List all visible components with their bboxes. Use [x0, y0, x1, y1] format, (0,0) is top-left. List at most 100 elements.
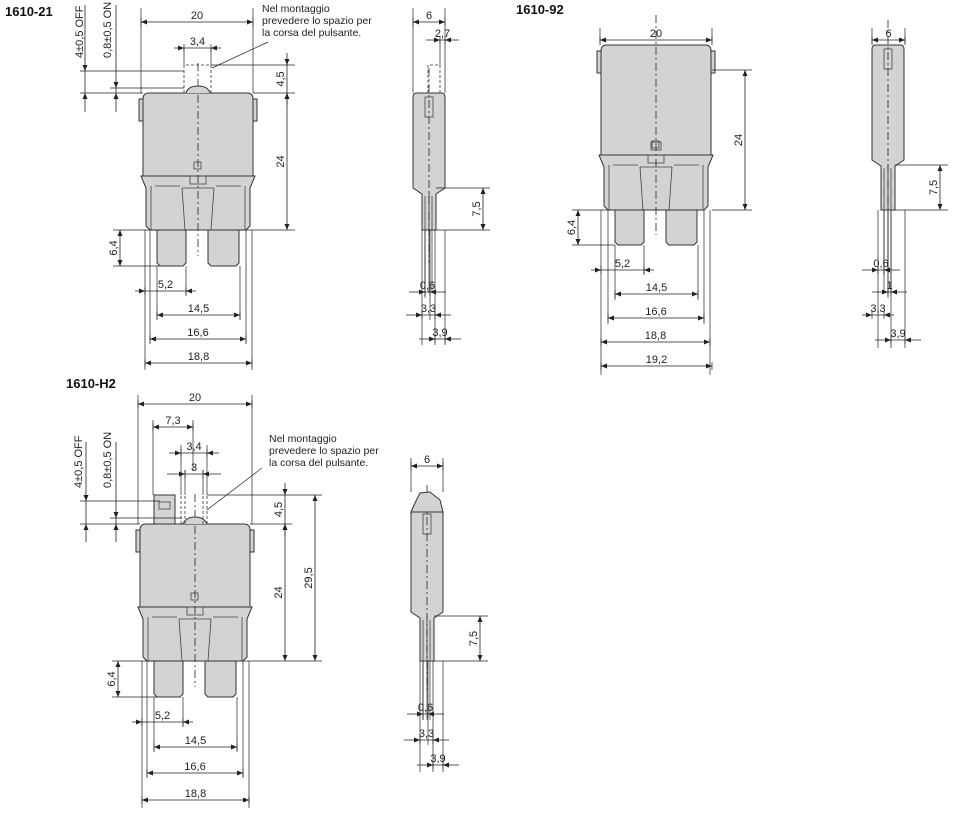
arrowhead: [284, 59, 290, 65]
dimension-label: 2,7: [435, 28, 450, 40]
dimension-label: 3: [191, 462, 197, 474]
dimension-label: 18,8: [645, 330, 666, 342]
dimension-label: 29,5: [303, 567, 315, 588]
dim-side-0-6: 0,6: [862, 258, 900, 274]
arrowhead: [884, 312, 890, 318]
title-1610-21: 1610-21: [5, 4, 53, 19]
dimension-label: 20: [650, 28, 662, 40]
arrowhead: [117, 260, 123, 266]
dimension-label: 14,5: [185, 735, 206, 747]
dim-14-5: 14,5: [156, 303, 241, 319]
arrowhead: [480, 188, 486, 194]
dim-pin-5-2: 5,2: [591, 258, 654, 274]
dimension-label: 3,9: [890, 328, 905, 340]
side-view-1610-92: [871, 20, 905, 292]
arrowhead: [937, 165, 943, 171]
arrowhead: [742, 204, 748, 210]
arrowhead: [207, 450, 213, 456]
dim-18-8: 18,8: [141, 788, 250, 804]
arrowhead: [138, 401, 144, 407]
arrowhead: [429, 336, 435, 342]
arrowhead: [142, 797, 148, 803]
dim-width-20: 20: [140, 10, 254, 26]
push-button: [185, 85, 211, 94]
dimension-label: 0,6: [418, 702, 433, 714]
dim-lever-7-3: 7,3: [152, 415, 194, 431]
arrowhead: [153, 424, 159, 430]
arrowhead: [183, 719, 189, 725]
dim-button-3: 3: [167, 462, 221, 478]
dim-side-3-9: 3,9: [417, 753, 459, 769]
arrowhead: [413, 19, 419, 25]
dimension-label: 3,9: [432, 327, 447, 339]
button-travel: [183, 64, 212, 93]
arrowhead: [445, 37, 451, 43]
arrowhead: [157, 312, 163, 318]
arrowhead: [704, 339, 710, 345]
dim-side-7-5: 7,5: [468, 616, 481, 661]
indicator: [650, 141, 662, 151]
arrowhead: [82, 65, 88, 71]
dimension-label: 16,6: [187, 327, 208, 339]
arrowhead: [113, 93, 119, 99]
side-latch: [135, 529, 141, 553]
arrowhead: [891, 289, 897, 295]
dimension-label: 3,3: [870, 303, 885, 315]
side-latch: [138, 98, 144, 122]
note-line: la corsa del pulsante.: [269, 457, 368, 469]
off-travel-label: 4±0,5 OFF: [73, 435, 85, 488]
dim-width-20: 20: [137, 392, 253, 408]
arrowhead: [150, 336, 156, 342]
arrowhead: [427, 762, 433, 768]
arrowhead: [575, 239, 581, 245]
arrowhead: [433, 737, 439, 743]
reset-lever: [410, 491, 444, 513]
arrowhead: [601, 363, 607, 369]
marker: [190, 592, 199, 601]
on-travel-label: 0,8±0,5 ON: [102, 2, 114, 58]
dimension-label: 24: [275, 155, 287, 167]
note-line: prevedere lo spazio per: [262, 15, 372, 27]
dim-side-7-5: 7,5: [928, 165, 941, 210]
arrowhead: [417, 711, 423, 717]
dimension-label: 18,8: [188, 351, 209, 363]
side-body: [412, 92, 446, 231]
dimension-label: 14,5: [646, 282, 667, 294]
arrowhead: [884, 267, 890, 273]
dimension-label: 6: [426, 10, 432, 22]
dimension-label: 1: [886, 280, 892, 292]
arrowhead: [439, 19, 445, 25]
dimension-label: 4,5: [275, 71, 287, 86]
dimension-label: 6: [885, 28, 891, 40]
terminal-pin: [153, 660, 184, 698]
side-view-1610-21: [412, 68, 446, 293]
arrowhead: [866, 312, 872, 318]
arrowhead: [882, 289, 888, 295]
arrowhead: [187, 424, 193, 430]
dimension-label: 19,2: [646, 354, 667, 366]
dim-button-3-4: 3,4: [174, 36, 221, 52]
dim-14-5: 14,5: [153, 735, 238, 751]
arrowhead: [282, 655, 288, 661]
terminal-pin: [665, 209, 698, 246]
arrowhead: [234, 312, 240, 318]
arrowhead: [282, 489, 288, 495]
dim-side-1: 1: [872, 280, 907, 296]
dim-side-3-3: 3,3: [404, 728, 449, 744]
arrowhead: [477, 655, 483, 661]
arrowhead: [575, 210, 581, 216]
side-view-1610-H2: [410, 485, 444, 720]
dimension-label: 7,5: [468, 631, 480, 646]
arrowhead: [692, 291, 698, 297]
dimension-label: 7,5: [928, 180, 940, 195]
dim-width-20: 20: [599, 28, 713, 44]
arrowhead: [83, 495, 89, 501]
marker: [193, 161, 202, 170]
arrowhead: [240, 336, 246, 342]
dim-height-24: 24: [733, 70, 746, 210]
marker: [651, 140, 660, 149]
dimension-label: 7,5: [471, 201, 483, 216]
note-line: la corsa del pulsante.: [262, 27, 361, 39]
dim-pin-5-2: 5,2: [132, 710, 193, 726]
arrowhead: [615, 291, 621, 297]
